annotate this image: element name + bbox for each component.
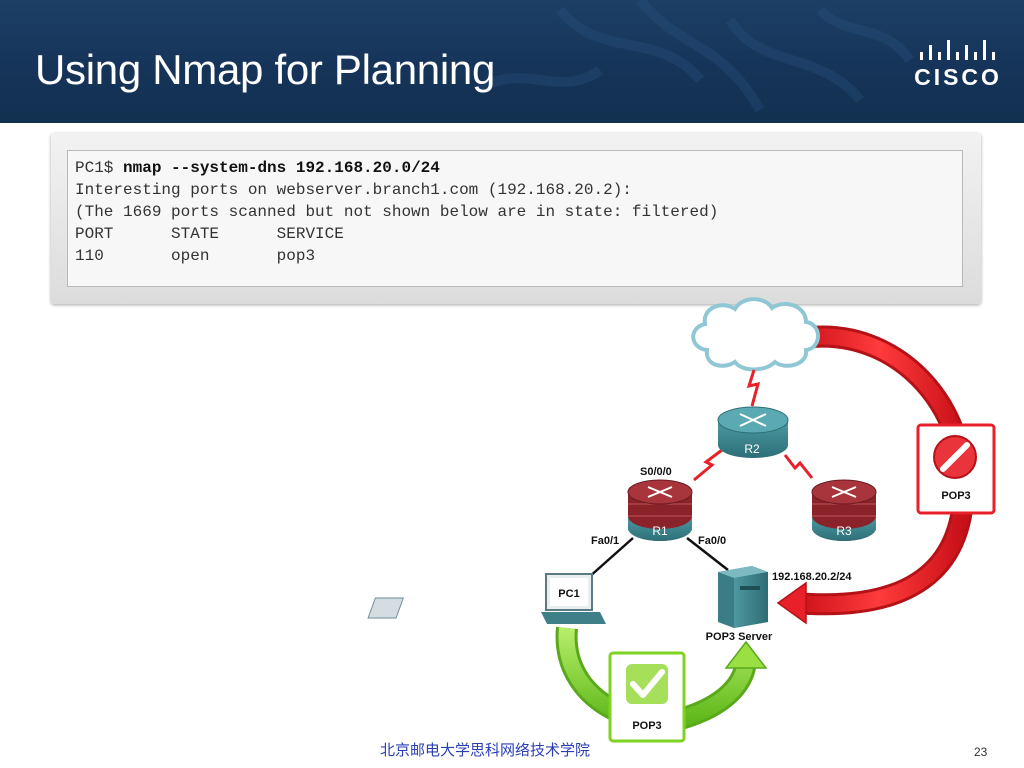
output-line: Interesting ports on webserver.branch1.c…: [75, 181, 632, 199]
blocked-badge: [916, 423, 996, 515]
router-r2-label: R2: [744, 442, 760, 456]
pc1-label: PC1: [558, 588, 579, 600]
ethernet-links: [587, 537, 729, 579]
cisco-bars-icon: [920, 40, 995, 60]
cisco-logo: CISCO: [912, 40, 1004, 90]
fa0-0-label: Fa0/0: [698, 535, 726, 547]
output-line: (The 1669 ports scanned but not shown be…: [75, 203, 719, 221]
output-header-line: PORT STATE SERVICE: [75, 225, 344, 243]
pop3-server-icon: [718, 566, 768, 628]
cisco-logo-text: CISCO: [914, 64, 1002, 90]
blocked-pop3-label: POP3: [941, 490, 970, 502]
blocked-traffic-arrow: [776, 325, 975, 625]
header-texture: [477, 0, 914, 113]
serial-links: [693, 369, 814, 482]
server-ip-label: 192.168.20.2/24: [772, 571, 852, 583]
slide-header: Using Nmap for Planning CISCO: [0, 0, 1024, 123]
shell-prompt: PC1$: [75, 159, 124, 177]
nmap-command: nmap --system-dns 192.168.20.0/24: [123, 159, 440, 177]
router-r2-icon: [717, 406, 789, 458]
internet-cloud-icon: [691, 297, 820, 372]
fa0-1-label: Fa0/1: [591, 535, 619, 547]
router-r1-label: R1: [652, 524, 668, 538]
output-port-line: 110 open pop3: [75, 247, 316, 265]
allowed-pop3-label: POP3: [632, 720, 661, 732]
s0-0-0-label: S0/0/0: [640, 466, 672, 478]
pc1-computer-icon: [367, 573, 606, 624]
page-number: 23: [974, 745, 988, 759]
command-line: PC1$ nmap --system-dns 192.168.20.0/24: [75, 157, 718, 179]
router-r1-icon: [627, 479, 693, 541]
footer-institution-text: 北京邮电大学思科网络技术学院: [380, 741, 591, 759]
pop3-server-label: POP3 Server: [706, 631, 773, 643]
router-r3-label: R3: [836, 524, 852, 538]
router-r3-icon: [811, 479, 877, 541]
allowed-badge: [608, 651, 686, 743]
slide-title: Using Nmap for Planning: [35, 46, 496, 93]
allowed-traffic-arrow: [555, 626, 768, 733]
